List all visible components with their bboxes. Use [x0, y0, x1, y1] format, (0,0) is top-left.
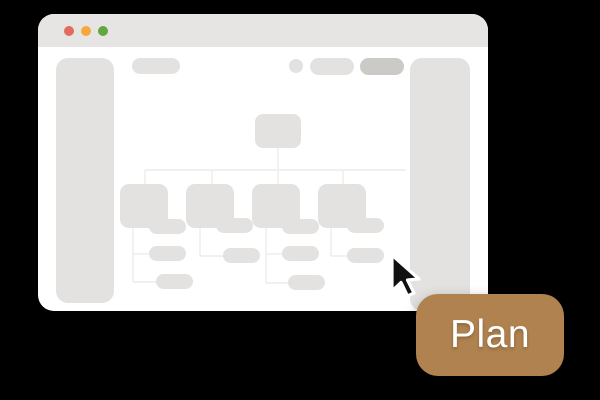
toolbar-pill-left-placeholder[interactable] [132, 58, 180, 74]
toolbar-pill-middle-placeholder[interactable] [310, 58, 354, 75]
toolbar-pill-active-placeholder[interactable] [360, 58, 404, 75]
org-chart-leaf-node[interactable] [282, 219, 319, 234]
plan-badge-label: Plan [449, 313, 531, 356]
maximize-window-icon[interactable] [98, 26, 108, 36]
minimize-window-icon[interactable] [81, 26, 91, 36]
close-window-icon[interactable] [64, 26, 74, 36]
org-chart-leaf-node[interactable] [223, 248, 260, 263]
org-chart-leaf-node[interactable] [347, 248, 384, 263]
org-chart-leaf-node[interactable] [282, 246, 319, 261]
org-chart-leaf-node[interactable] [347, 218, 384, 233]
toolbar-dot-placeholder[interactable] [289, 59, 303, 73]
org-chart-leaf-node[interactable] [216, 218, 253, 233]
org-chart-leaf-node[interactable] [149, 219, 186, 234]
left-sidebar-panel[interactable] [56, 58, 114, 303]
plan-badge[interactable]: Plan [416, 294, 564, 376]
org-chart-root-node[interactable] [255, 114, 301, 148]
org-chart-canvas[interactable] [120, 60, 406, 308]
window-title-bar [38, 14, 488, 47]
mouse-pointer-icon [390, 253, 421, 298]
org-chart-leaf-node[interactable] [149, 246, 186, 261]
app-window [38, 14, 488, 311]
org-chart-leaf-node[interactable] [288, 275, 325, 290]
org-chart-leaf-node[interactable] [156, 274, 193, 289]
toolbar [38, 47, 488, 77]
right-sidebar-panel[interactable] [410, 58, 470, 311]
